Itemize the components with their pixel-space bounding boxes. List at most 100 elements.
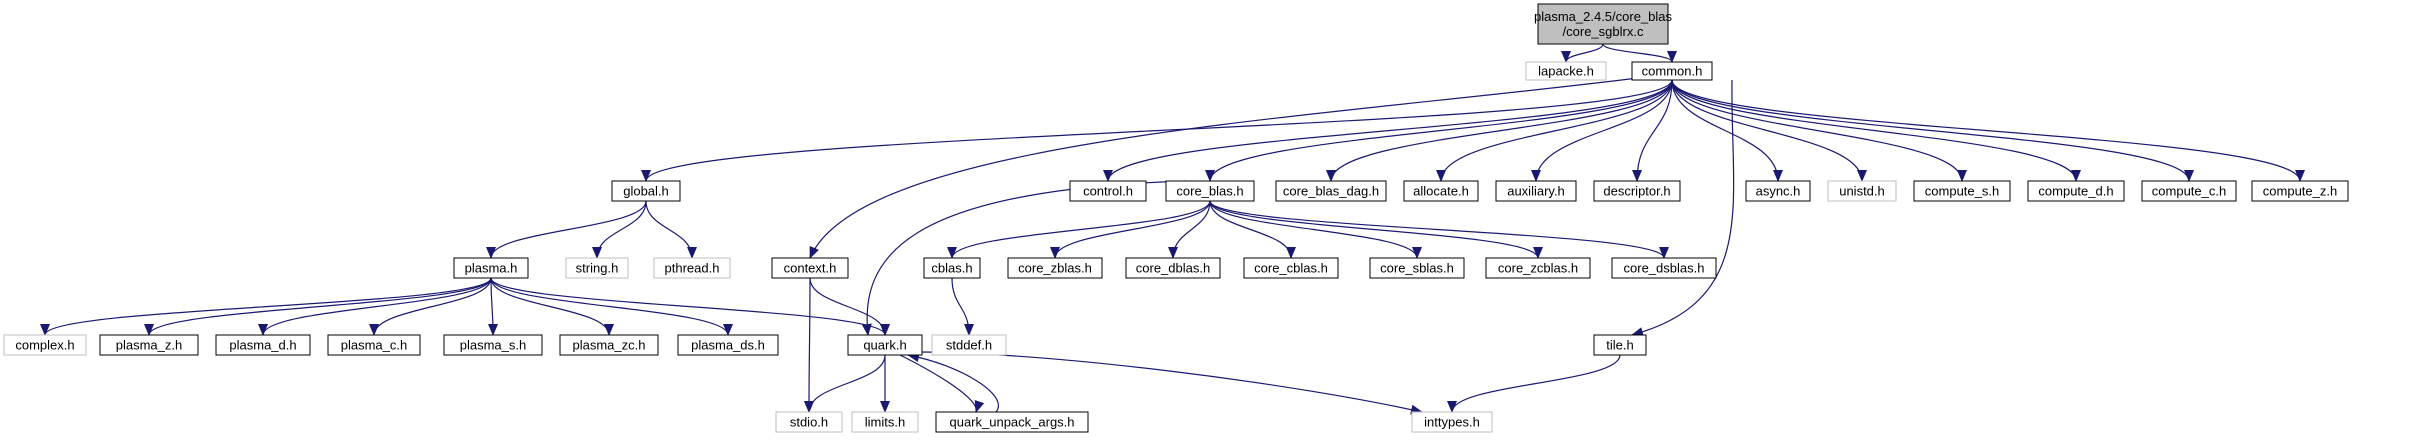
edge-quark-to-stdio (804, 354, 886, 413)
edge-common-to-descriptor (1632, 79, 1673, 182)
node-label: compute_d.h (2038, 184, 2113, 199)
node-root[interactable]: plasma_2.4.5/core_blas/core_sgblrx.c (1534, 3, 1673, 45)
node-box (1007, 257, 1103, 279)
node-label: control.h (1083, 184, 1133, 199)
node-label: context.h (784, 261, 837, 276)
node-auxiliary[interactable]: auxiliary.h (1495, 180, 1577, 202)
node-core_blas[interactable]: core_blas.h (1165, 180, 1255, 202)
node-box (1611, 257, 1717, 279)
node-box (1275, 180, 1387, 202)
node-async[interactable]: async.h (1745, 180, 1811, 202)
node-plasma_s[interactable]: plasma_s.h (443, 334, 543, 356)
node-label: string.h (576, 261, 619, 276)
node-label: plasma_c.h (341, 338, 407, 353)
node-box (923, 257, 981, 279)
node-core_sblas[interactable]: core_sblas.h (1369, 257, 1465, 279)
node-compute_d[interactable]: compute_d.h (2027, 180, 2125, 202)
node-quark_unpack_args[interactable]: quark_unpack_args.h (935, 411, 1089, 433)
edge-quark_unpack_args-to-quark (907, 352, 999, 413)
edge-global-to-plasma (486, 200, 647, 259)
node-box (1243, 257, 1339, 279)
node-quark[interactable]: quark.h (847, 334, 923, 356)
edge-core_blas-to-cblas (947, 200, 1211, 259)
node-global[interactable]: global.h (611, 180, 681, 202)
node-core_zblas[interactable]: core_zblas.h (1007, 257, 1103, 279)
node-box (1411, 411, 1493, 433)
node-common[interactable]: common.h (1631, 61, 1713, 81)
node-label: async.h (1756, 184, 1801, 199)
node-box (935, 411, 1089, 433)
node-compute_s[interactable]: compute_s.h (1913, 180, 2011, 202)
edge-core_blas-to-core_dblas (1168, 200, 1211, 259)
node-descriptor[interactable]: descriptor.h (1593, 180, 1681, 202)
node-tile[interactable]: tile.h (1593, 334, 1647, 356)
node-label: complex.h (15, 338, 74, 353)
node-label: quark.h (863, 338, 906, 353)
node-box (2141, 180, 2237, 202)
node-core_blas_dag[interactable]: core_blas_dag.h (1275, 180, 1387, 202)
node-label: compute_s.h (1925, 184, 1999, 199)
node-box (611, 180, 681, 202)
edge-quark-to-quark_unpack_args (899, 354, 985, 413)
node-box (851, 411, 919, 433)
edge-plasma-to-plasma_d (258, 277, 492, 336)
node-label: limits.h (865, 415, 905, 430)
node-label: tile.h (1606, 338, 1633, 353)
node-allocate[interactable]: allocate.h (1403, 180, 1479, 202)
node-plasma_c[interactable]: plasma_c.h (327, 334, 421, 356)
node-lapacke: lapacke.h (1525, 61, 1607, 81)
node-context[interactable]: context.h (771, 257, 849, 279)
node-box (1525, 61, 1607, 81)
node-label: plasma_2.4.5/core_blas (1534, 9, 1673, 24)
node-box (1069, 180, 1147, 202)
node-plasma_zc[interactable]: plasma_zc.h (559, 334, 659, 356)
node-label: pthread.h (665, 261, 720, 276)
edge-common-to-auxiliary (1531, 79, 1673, 182)
node-box (771, 257, 849, 279)
node-label: lapacke.h (1538, 64, 1594, 79)
node-label: plasma_ds.h (691, 338, 765, 353)
node-label: stdio.h (790, 415, 828, 430)
node-label: core_blas.h (1176, 184, 1243, 199)
node-compute_c[interactable]: compute_c.h (2141, 180, 2237, 202)
node-label: inttypes.h (1424, 415, 1480, 430)
edge-plasma-to-complex (40, 277, 492, 336)
edge-core_blas-to-core_zcblas (1209, 200, 1543, 259)
edge-plasma-to-plasma_c (369, 277, 492, 336)
node-pthread: pthread.h (653, 257, 731, 279)
node-box (1913, 180, 2011, 202)
edge-common-to-allocate (1436, 79, 1673, 182)
edges-layer (40, 43, 2305, 415)
node-core_cblas[interactable]: core_cblas.h (1243, 257, 1339, 279)
node-label: stddef.h (946, 338, 992, 353)
node-core_dblas[interactable]: core_dblas.h (1125, 257, 1221, 279)
edge-common-to-context (809, 77, 1639, 259)
node-string: string.h (565, 257, 629, 279)
node-compute_z[interactable]: compute_z.h (2251, 180, 2349, 202)
node-plasma_d[interactable]: plasma_d.h (215, 334, 311, 356)
node-box (1593, 334, 1647, 356)
node-box (3, 334, 87, 356)
node-box (847, 334, 923, 356)
node-label: plasma_zc.h (573, 338, 646, 353)
node-box (1745, 180, 1811, 202)
node-box (677, 334, 779, 356)
node-stdio: stdio.h (775, 411, 843, 433)
node-plasma_z[interactable]: plasma_z.h (99, 334, 199, 356)
node-complex: complex.h (3, 334, 87, 356)
node-unistd: unistd.h (1827, 180, 1897, 202)
node-plasma[interactable]: plasma.h (453, 257, 529, 279)
node-plasma_ds[interactable]: plasma_ds.h (677, 334, 779, 356)
node-box (443, 334, 543, 356)
node-core_zcblas[interactable]: core_zcblas.h (1485, 257, 1591, 279)
node-label: /core_sgblrx.c (1563, 24, 1644, 39)
edge-common-to-compute_z (1671, 79, 2305, 182)
node-core_dsblas[interactable]: core_dsblas.h (1611, 257, 1717, 279)
node-control[interactable]: control.h (1069, 180, 1147, 202)
node-cblas[interactable]: cblas.h (923, 257, 981, 279)
edge-plasma-to-plasma_ds (490, 277, 733, 336)
node-box (653, 257, 731, 279)
node-label: common.h (1642, 64, 1703, 79)
node-box (99, 334, 199, 356)
